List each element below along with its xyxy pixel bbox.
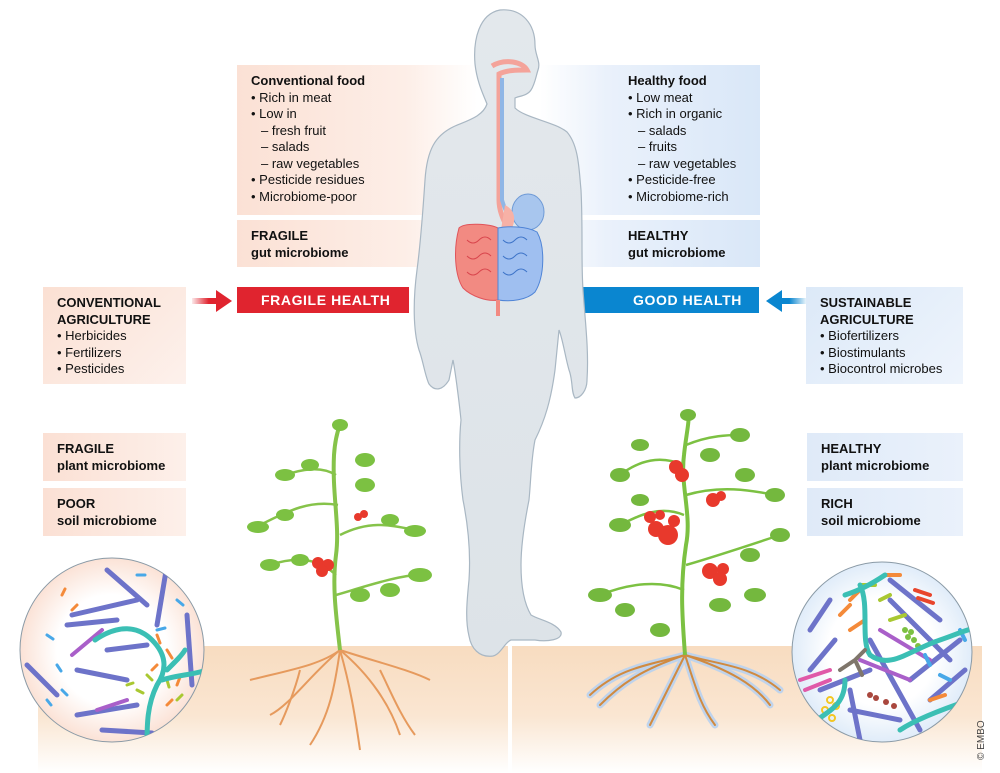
list-item: – fresh fruit — [261, 122, 327, 138]
poor-soil-microbiome-box: POOR soil microbiome — [43, 488, 186, 536]
good-health-banner: GOOD HEALTH — [582, 287, 759, 313]
conventional-agriculture-box: CONVENTIONAL AGRICULTURE • Herbicides • … — [43, 287, 186, 384]
plant-box-label: FRAGILE — [57, 441, 115, 456]
leaves-icon — [247, 419, 432, 602]
list-item: – fruits — [638, 139, 678, 154]
gut-box-sublabel: gut microbiome — [628, 244, 726, 260]
list-item: • Biocontrol microbes — [820, 361, 943, 376]
plant-box-label: HEALTHY — [821, 441, 882, 456]
list-item: • Low meat — [628, 89, 693, 105]
list-item: • Biofertilizers — [820, 328, 899, 343]
tomato-icon — [644, 460, 729, 586]
sustainable-agriculture-box: SUSTAINABLE AGRICULTURE • Biofertilizers… — [806, 287, 963, 384]
conventional-food-title: Conventional food — [251, 73, 366, 88]
plant-box-sublabel: plant microbiome — [57, 457, 166, 473]
soil-box-sublabel: soil microbiome — [821, 512, 921, 528]
conventional-agriculture-list: • Herbicides • Fertilizers • Pesticides — [57, 328, 172, 378]
bacteria-icon — [798, 572, 972, 742]
rich-soil-microbiome-circle — [791, 561, 973, 743]
leaves-icon — [588, 409, 790, 637]
arrow-left-icon — [766, 290, 806, 312]
list-item: • Biostimulants — [820, 344, 906, 360]
agriculture-title-line2: AGRICULTURE — [820, 311, 914, 327]
list-item: • Fertilizers — [57, 344, 122, 360]
healthy-plant-microbiome-box: HEALTHY plant microbiome — [807, 433, 963, 481]
plant-box-sublabel: plant microbiome — [821, 457, 930, 473]
soil-box-label: POOR — [57, 496, 96, 511]
poor-soil-microbiome-circle — [19, 557, 205, 743]
list-item: – raw vegetables — [261, 155, 360, 171]
conventional-food-list: • Rich in meat • Low in – fresh fruit – … — [251, 90, 463, 206]
list-item: • Rich in meat — [251, 89, 332, 105]
list-item: • Microbiome-poor — [251, 188, 357, 204]
fragile-health-banner: FRAGILE HEALTH — [237, 287, 409, 313]
roots-icon — [249, 649, 431, 751]
list-item: – salads — [261, 139, 310, 154]
gut-box-sublabel: gut microbiome — [251, 244, 349, 260]
body-silhouette — [413, 9, 589, 657]
fragile-tomato-plant-illustration — [247, 419, 432, 751]
list-item: – raw vegetables — [638, 155, 737, 171]
gut-box-label: HEALTHY — [628, 228, 689, 243]
stem-icon — [259, 424, 421, 651]
human-figure-illustration — [413, 9, 589, 657]
fragile-plant-microbiome-box: FRAGILE plant microbiome — [43, 433, 186, 481]
list-item: • Microbiome-rich — [628, 188, 729, 204]
list-item: • Pesticides — [57, 361, 125, 376]
list-item: • Low in — [251, 106, 297, 121]
healthy-tomato-plant-illustration — [586, 409, 790, 729]
stem-icon — [599, 412, 781, 656]
list-item: • Rich in organic — [628, 106, 723, 121]
agriculture-title: SUSTAINABLE — [820, 295, 912, 310]
roots-icon — [586, 651, 784, 729]
healthy-food-title: Healthy food — [628, 73, 707, 88]
gut-box-label: FRAGILE — [251, 228, 309, 243]
copyright-label: © EMBO — [976, 720, 987, 760]
list-item: – salads — [638, 122, 687, 138]
agriculture-title-line2: AGRICULTURE — [57, 311, 151, 327]
list-item: • Herbicides — [57, 328, 127, 343]
sustainable-agriculture-list: • Biofertilizers • Biostimulants • Bioco… — [820, 328, 949, 378]
rich-soil-microbiome-box: RICH soil microbiome — [807, 488, 963, 536]
arrow-right-icon — [192, 290, 232, 312]
list-item: • Pesticide residues — [251, 172, 365, 187]
list-item: • Pesticide-free — [628, 172, 716, 187]
agriculture-title: CONVENTIONAL — [57, 295, 161, 310]
healthy-food-list: • Low meat • Rich in organic – salads – … — [628, 90, 746, 206]
tomato-icon — [312, 510, 368, 577]
soil-box-label: RICH — [821, 496, 853, 511]
digestive-tract-icon — [455, 59, 545, 316]
soil-box-sublabel: soil microbiome — [57, 512, 157, 528]
